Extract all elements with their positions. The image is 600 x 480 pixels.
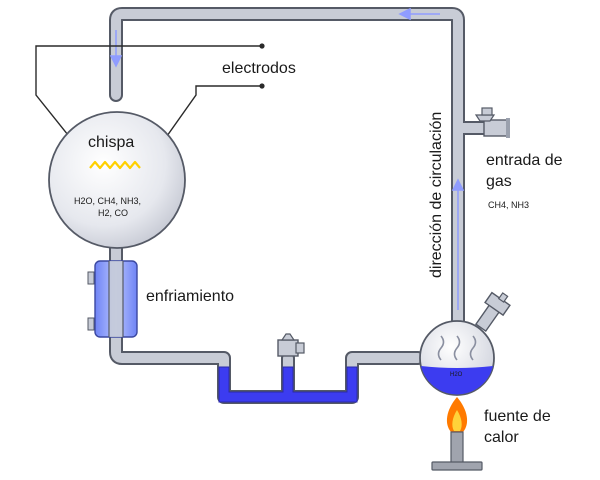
heat-source-label-line2: calor <box>484 429 519 446</box>
condenser-jacket <box>87 260 138 338</box>
chamber-gases-label-line1: H2O, CH4, NH3, <box>74 196 142 206</box>
spark-label: chispa <box>88 134 135 151</box>
steam-wave-icon <box>437 335 477 361</box>
heat-source-label-line1: fuente de <box>484 408 551 425</box>
gas-inlet-label-line2: gas <box>486 173 512 190</box>
electrodes-label: electrodos <box>222 60 296 77</box>
gas-inlet-gases-label: CH4, NH3 <box>488 200 530 210</box>
electrode-wires <box>35 45 262 161</box>
flame-icon <box>446 397 468 432</box>
zigzag-spark-icon <box>89 160 141 170</box>
stopcock-valve-icon <box>474 107 510 138</box>
trap-water <box>218 366 358 403</box>
circulation-direction-label: dirección de circulación <box>428 111 445 278</box>
cooling-label: enfriamiento <box>146 288 235 305</box>
burner <box>431 431 483 471</box>
gas-inlet-label-line1: entrada de <box>486 152 563 169</box>
boiling-flask <box>419 291 511 396</box>
electrode-terminal-bottom <box>259 83 265 89</box>
stopcock-valve-icon <box>277 333 305 357</box>
spark-chamber <box>48 111 186 249</box>
electrode-terminal-top <box>259 43 265 49</box>
flask-contents-label: H2O <box>450 372 463 378</box>
chamber-gases-label-line2: H2, CO <box>98 208 129 218</box>
flow-arrows <box>109 7 465 310</box>
